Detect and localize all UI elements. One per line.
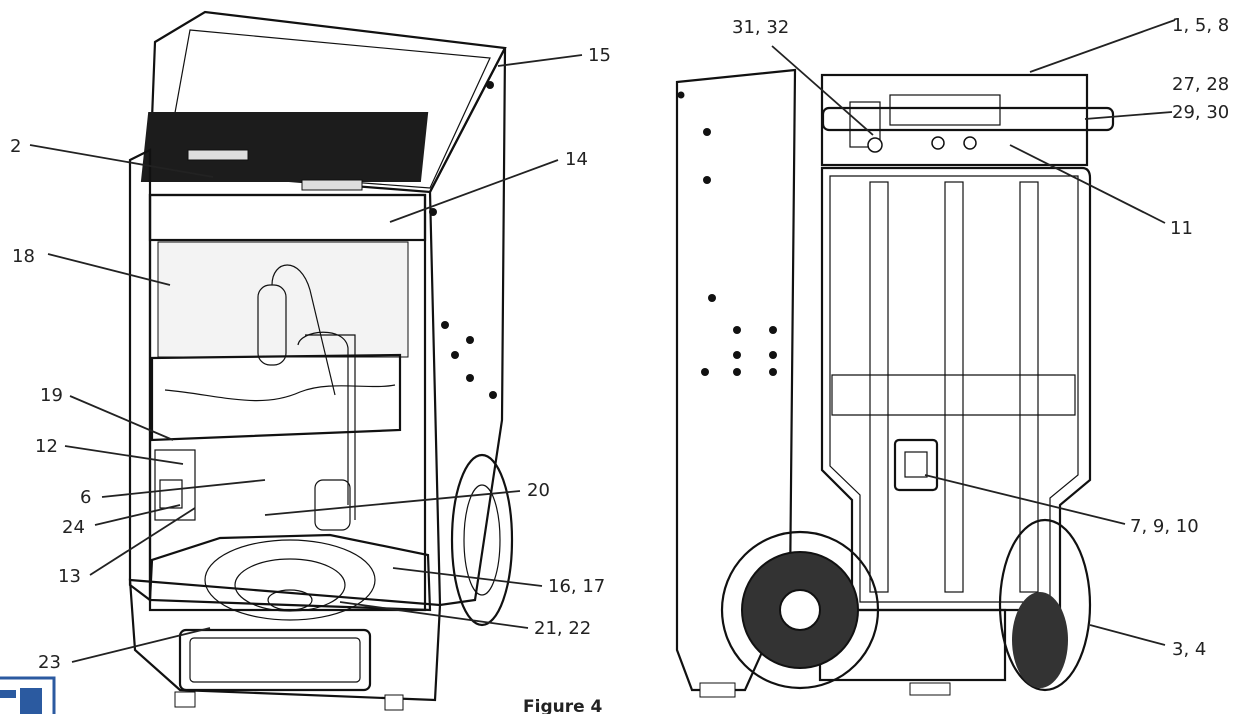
callout-13: 13 <box>58 566 81 587</box>
callout-23: 23 <box>38 652 61 673</box>
callout-31-32: 31, 32 <box>732 17 789 38</box>
callout-18: 18 <box>12 246 35 267</box>
figure-caption: Figure 4 <box>523 697 603 714</box>
callout-15: 15 <box>588 45 611 66</box>
leader-lines <box>29 19 1176 663</box>
callout-12: 12 <box>35 436 58 457</box>
rear-view-dehumidifier <box>675 68 1115 698</box>
callout-3-4: 3, 4 <box>1172 639 1206 660</box>
callout-1-5-8: 1, 5, 8 <box>1172 15 1229 36</box>
callout-6: 6 <box>80 487 91 508</box>
callout-11: 11 <box>1170 218 1193 239</box>
callout-29-30: 29, 30 <box>1172 102 1229 123</box>
callout-labels: 15 2 14 18 19 12 6 20 24 13 16, 17 21, 2… <box>10 15 1229 714</box>
callout-21-22: 21, 22 <box>534 618 591 639</box>
callout-16-17: 16, 17 <box>548 576 605 597</box>
callout-7-9-10: 7, 9, 10 <box>1130 516 1199 537</box>
callout-2: 2 <box>10 136 21 157</box>
callout-20: 20 <box>527 480 550 501</box>
callout-14: 14 <box>565 149 588 170</box>
callout-24: 24 <box>62 517 85 538</box>
callout-19: 19 <box>40 385 63 406</box>
front-view-dehumidifier <box>128 10 514 711</box>
logo-mark <box>0 676 56 714</box>
callout-27-28: 27, 28 <box>1172 74 1229 95</box>
